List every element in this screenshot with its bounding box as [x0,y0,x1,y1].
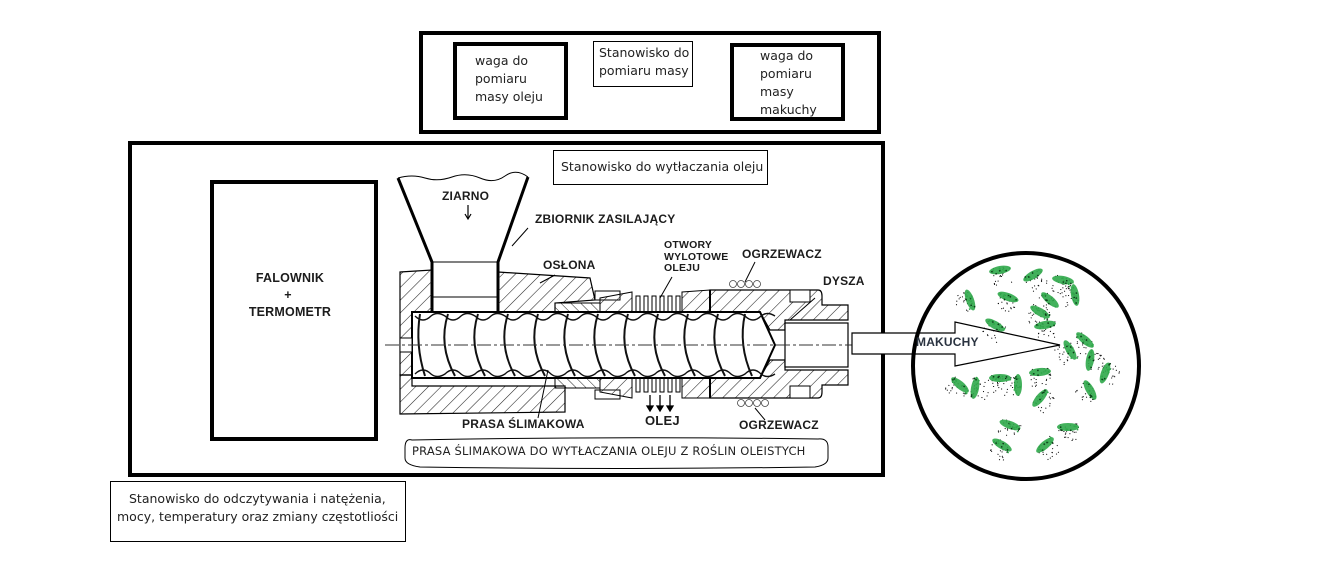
caption-text: PRASA ŚLIMAKOWA DO WYTŁACZANIA OLEJU Z R… [412,444,806,458]
press-cake-particle [1037,292,1059,317]
press-cake-particle [1099,362,1121,385]
inverter-line-2: + [284,288,292,302]
oil-scale-line-3: masy oleju [475,89,543,104]
heater-bottom-label: OGRZEWACZ [739,418,819,432]
press-station-title: Stanowisko do wytłaczania oleju [553,150,768,185]
grain-label: ZIARNO [442,189,490,203]
press-cake-particles [945,265,1121,461]
leader-lines [511,227,816,421]
press-cake-particle [1004,374,1022,396]
press-cake-particle [945,376,969,397]
cake-scale-line-4: makuchy [760,102,817,117]
heater-top-label: OGRZEWACZ [742,247,822,261]
press-cake-particle [970,376,990,400]
heater-bottom-coils [737,399,769,407]
press-cake-particle [997,419,1022,436]
press-cake-particle [997,291,1019,312]
press-cake-particle [982,318,1007,343]
oil-label: OLEJ [645,413,680,428]
oil-scale-line-1: waga do [475,53,529,68]
oil-scale-box: waga do pomiaru masy oleju [453,42,568,120]
readout-station: Stanowisko do odczytywania i natężenia, … [110,481,406,542]
inverter-thermometer-box [210,180,378,441]
press-cake-label: MAKUCHY [916,335,979,349]
mass-measurement-station [419,31,881,134]
caption-outline [404,437,829,469]
nozzle-label: DYSZA [823,274,865,288]
press-cake-particle [1085,349,1105,371]
oil-flow-arrows [645,395,675,413]
heater-top-coils [729,280,761,288]
oil-pressing-station [128,141,885,477]
oil-outlet-line-2: WYLOTOWE [664,250,729,263]
press-cake-particle [1062,284,1080,308]
press-cake-particle [1054,340,1079,366]
press-cake-particle [1034,320,1056,338]
press-cake-particle [989,374,1012,393]
oil-outlet-line-3: OLEJU [664,262,701,274]
hopper-label: ZBIORNIK ZASILAJĄCY [535,212,676,226]
mass-station-title: Stanowisko do pomiaru masy [593,41,693,87]
press-cake-particle [955,289,976,312]
press-cake-particle [1051,274,1074,295]
casing-label: OSŁONA [543,258,596,272]
press-cake-particle [1029,367,1052,387]
screw-press-label: PRASA ŚLIMAKOWA [462,417,585,431]
press-station-title-text: Stanowisko do wytłaczania oleju [561,159,764,174]
oil-scale-line-2: pomiaru [475,71,527,86]
press-cake-arrow [851,321,1061,367]
inverter-line-1: FALOWNIK [255,271,325,285]
cake-scale-line-1: waga do [760,48,814,63]
press-cake-particle [989,438,1012,461]
grain-arrow-icon [464,205,472,221]
mass-station-title-text: Stanowisko do pomiaru masy [599,45,690,78]
inverter-label: FALOWNIK + TERMOMETR [210,270,378,321]
press-cake-particle [1032,388,1055,414]
press-cake-particle [1057,423,1079,441]
oil-outlet-label: OTWORY WYLOTOWE OLEJU [664,239,729,275]
press-cake-particle [1070,332,1094,355]
readout-line-1: Stanowisko do odczytywania i natężenia, [129,491,386,506]
press-cake-particle [1074,380,1097,402]
cake-scale-line-2: pomiaru [760,66,812,81]
press-cake-particle [1023,268,1048,292]
cake-scale-box: waga do pomiaru masy makuchy [730,43,845,121]
press-cake-magnifier [911,251,1141,481]
readout-line-2: mocy, temperatury oraz zmiany częstotlio… [117,509,399,524]
cake-scale-line-3: masy [760,84,794,99]
oil-outlet-line-1: OTWORY [664,239,713,251]
press-cake-particle [989,265,1013,286]
press-cake-particle [1036,435,1060,461]
inverter-line-3: TERMOMETR [248,305,332,319]
